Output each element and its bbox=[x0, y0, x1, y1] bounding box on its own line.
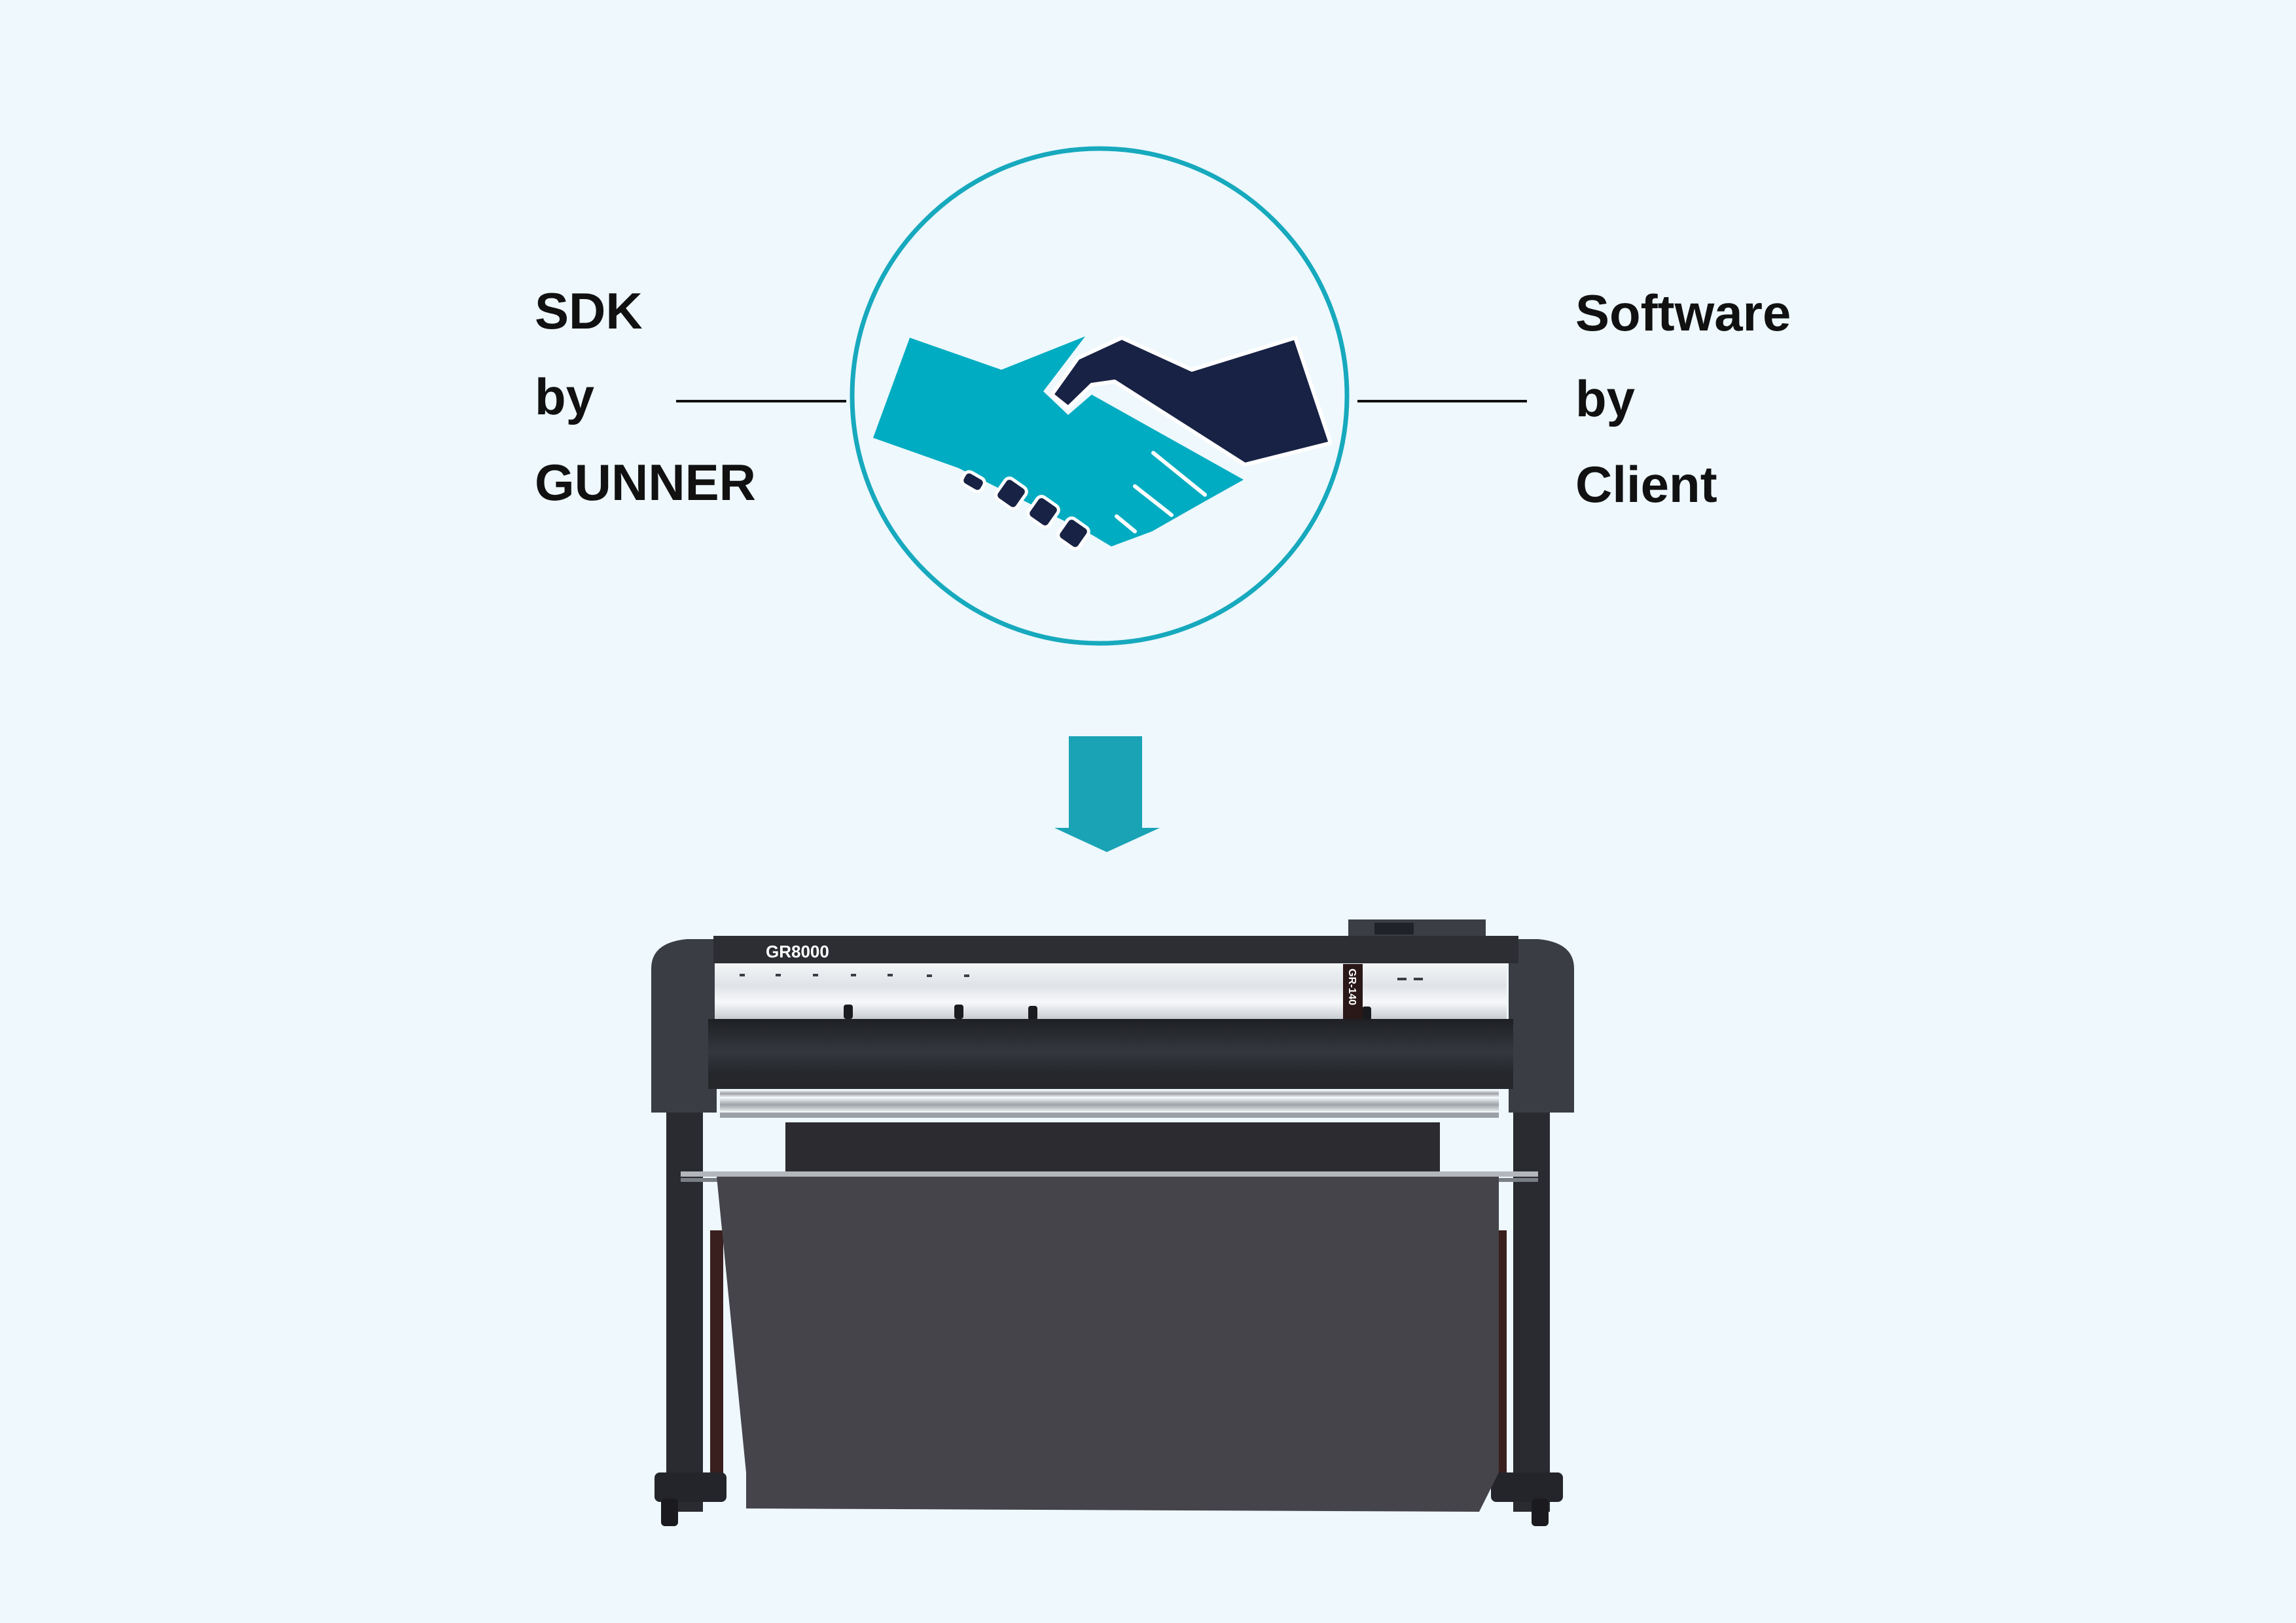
model-label: GR8000 bbox=[766, 942, 829, 961]
handshake-icon bbox=[850, 146, 1350, 646]
right-label-line: by bbox=[1575, 370, 1636, 427]
software-by-client-label: Software by Client bbox=[1575, 270, 1791, 527]
arrow-down-icon bbox=[1054, 736, 1160, 852]
right-label-line: Software bbox=[1575, 284, 1791, 342]
carriage-label: GR-140 bbox=[1346, 969, 1357, 1005]
left-label-line: by bbox=[535, 368, 595, 425]
left-label-line: SDK bbox=[535, 282, 643, 340]
sdk-by-gunner-label: SDK by GUNNER bbox=[535, 268, 756, 526]
left-label-line: GUNNER bbox=[535, 454, 757, 511]
right-label-line: Client bbox=[1575, 455, 1717, 513]
cutting-plotter: GR8000 GR-140 bbox=[651, 919, 1574, 1526]
